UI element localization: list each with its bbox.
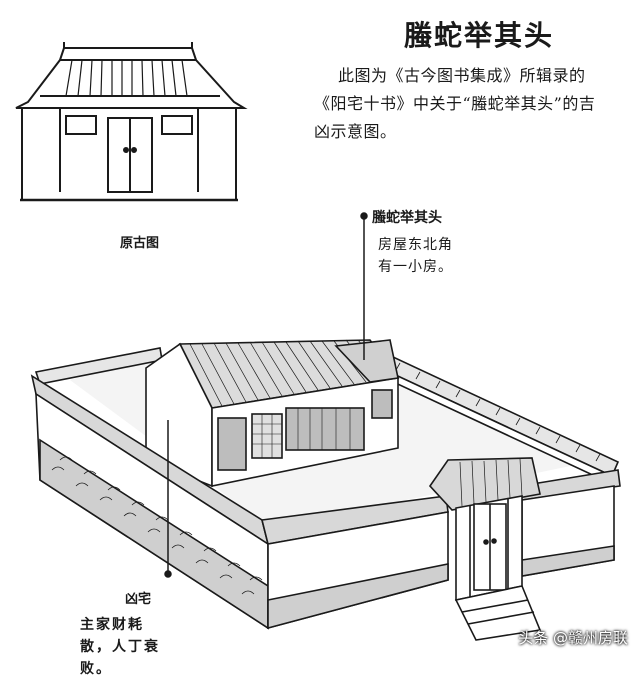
bad-house-title: 凶宅 bbox=[125, 592, 152, 607]
description-line-3: 凶示意图。 bbox=[314, 122, 397, 141]
callout-pointers bbox=[164, 212, 368, 578]
callout-title: 螣蛇举其头 bbox=[372, 210, 442, 226]
callout-text-line-1: 房屋东北角 bbox=[378, 237, 453, 253]
watermark: 头条 @赣州房联 bbox=[518, 629, 628, 647]
callout-text-line-2: 有一小房。 bbox=[378, 259, 453, 275]
bad-house-text-line-1: 主家财耗 bbox=[80, 617, 144, 633]
bad-house-text-line-2: 散，人丁衰败。 bbox=[80, 639, 160, 677]
gate bbox=[428, 457, 542, 641]
courtyard-house bbox=[30, 339, 621, 641]
callout-text: 房屋东北角 有一小房。 bbox=[378, 234, 498, 278]
bad-house-text: 主家财耗 散，人丁衰败。 bbox=[80, 614, 190, 680]
description-line-1: 此图为《古今图书集成》所辑录的 bbox=[338, 66, 586, 85]
original-caption: 原古图 bbox=[120, 236, 160, 251]
page-title: 螣蛇举其头 bbox=[404, 19, 555, 52]
description: 此图为《古今图书集成》所辑录的 《阳宅十书》中关于“螣蛇举其头”的吉 凶示意图。 bbox=[314, 62, 630, 146]
original-ancient-house bbox=[15, 42, 248, 202]
description-line-2: 《阳宅十书》中关于“螣蛇举其头”的吉 bbox=[314, 94, 596, 113]
illustration bbox=[15, 42, 621, 641]
main-house bbox=[145, 339, 400, 488]
